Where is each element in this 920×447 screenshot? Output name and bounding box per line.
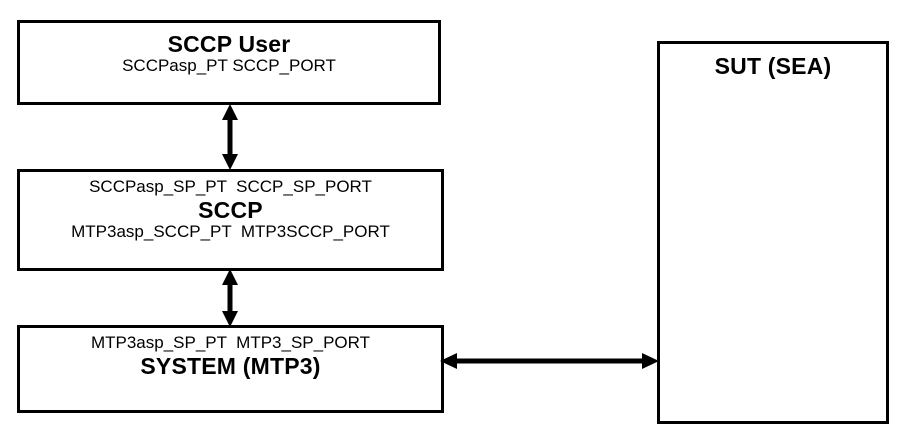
double-headed-vertical-arrow-icon [222,269,238,327]
node-sccp-user-title: SCCP User [167,31,291,57]
node-sut-sea-title: SUT (SEA) [714,53,832,79]
node-system-mtp3-ports: MTP3asp_SP_PT MTP3_SP_PORT [90,333,371,352]
node-sccp-user-ports: SCCPasp_PT SCCP_PORT [122,56,336,76]
node-sccp-lower-ports: MTP3asp_SCCP_PT MTP3SCCP_PORT [71,221,390,241]
double-headed-vertical-arrow-icon [222,104,238,170]
connector-sccp-to-system-mtp3[interactable] [217,269,243,327]
node-sccp[interactable]: SCCPasp_SP_PT SCCP_SP_PORT SCCP MTP3asp_… [17,169,444,271]
node-system-mtp3-title: SYSTEM (MTP3) [140,352,321,379]
double-headed-horizontal-arrow-icon [440,353,659,369]
node-sut-sea[interactable]: SUT (SEA) [657,41,889,424]
node-sccp-upper-ports: SCCPasp_SP_PT SCCP_SP_PORT [89,177,372,196]
node-system-mtp3[interactable]: MTP3asp_SP_PT MTP3_SP_PORT SYSTEM (MTP3) [17,325,444,413]
connector-system-mtp3-to-sut[interactable] [440,348,659,374]
node-sccp-user[interactable]: SCCP User SCCPasp_PT SCCP_PORT [17,20,441,105]
connector-sccp-user-to-sccp[interactable] [217,104,243,170]
node-sccp-title: SCCP [198,196,263,223]
